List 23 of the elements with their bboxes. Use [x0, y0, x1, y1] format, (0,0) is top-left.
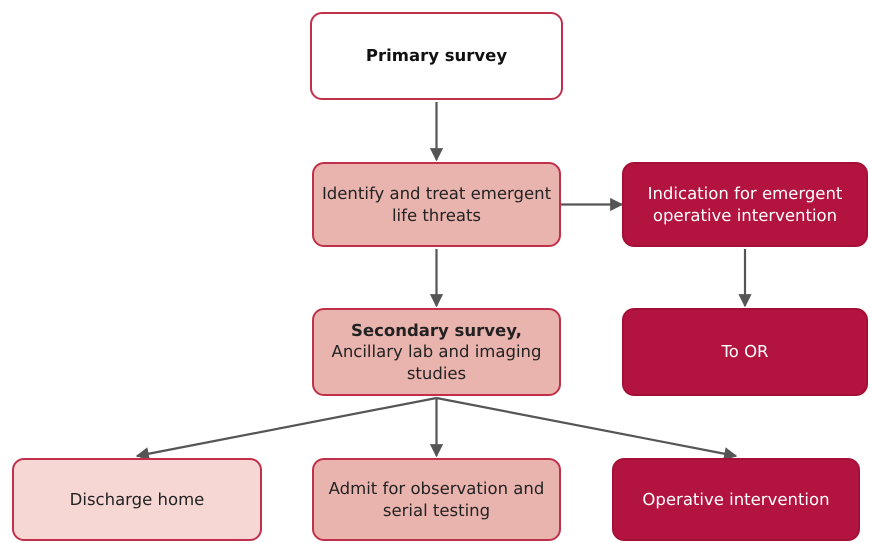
arrow [430, 398, 444, 458]
process-box [612, 458, 860, 541]
process-box [622, 162, 868, 247]
box-label: Operative intervention [642, 488, 830, 510]
process-box [12, 458, 262, 541]
box-label: To OR [721, 341, 769, 363]
arrow [136, 396, 437, 460]
arrow [436, 396, 738, 460]
box-label: Secondary survey, Ancillary lab and imaging studies [330, 320, 542, 384]
process-box [312, 162, 561, 247]
arrow [738, 249, 752, 308]
box-label: Admit for observation and serial testing [328, 478, 546, 521]
arrow [430, 249, 444, 308]
arrow [430, 102, 444, 162]
process-box [312, 308, 561, 396]
process-box [310, 12, 563, 100]
process-box [312, 458, 561, 541]
box-label: Primary survey [366, 45, 508, 67]
box-label: Indication for emergent operative intervention [646, 183, 844, 226]
box-label: Discharge home [70, 488, 204, 510]
process-box [622, 308, 868, 396]
box-label: Identify and treat emergent life threats [320, 183, 552, 226]
arrow [561, 198, 624, 212]
